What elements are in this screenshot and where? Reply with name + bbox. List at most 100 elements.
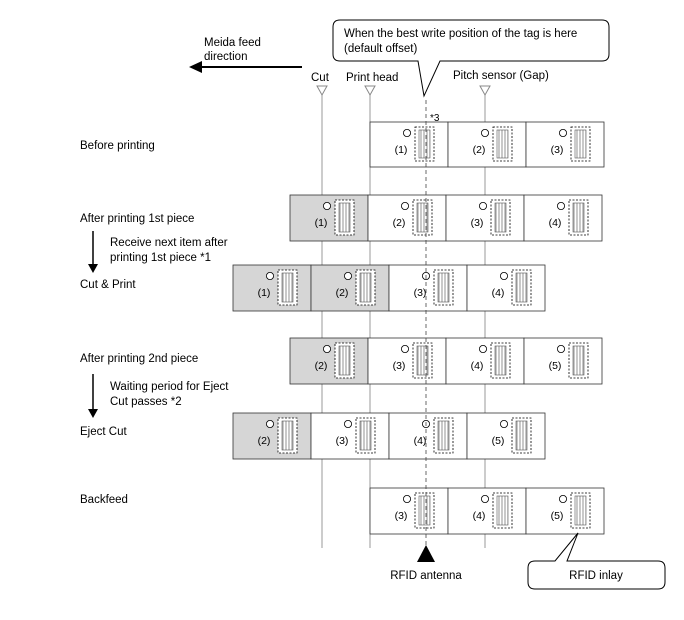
rfid-inlay-icon bbox=[359, 272, 372, 303]
rfid-inlay-icon bbox=[515, 272, 528, 303]
label-rect bbox=[369, 487, 449, 535]
pitch-sensor-marker-icon bbox=[479, 85, 491, 97]
sensor-mark-icon bbox=[265, 271, 274, 280]
sensor-mark-icon bbox=[499, 419, 508, 428]
rfid-inlay-icon bbox=[496, 495, 509, 526]
down-arrow-icon-2 bbox=[88, 374, 98, 418]
rfid-inlay-icon bbox=[416, 345, 429, 376]
label-rect bbox=[289, 194, 369, 242]
label-piece: (5) bbox=[523, 337, 603, 385]
label-piece: (4) bbox=[388, 412, 468, 460]
sensor-mark-icon bbox=[322, 201, 331, 210]
label-rect bbox=[447, 487, 527, 535]
label-number: (1) bbox=[258, 287, 271, 299]
label-piece: (4) bbox=[445, 337, 525, 385]
label-rect bbox=[466, 412, 546, 460]
receive-next-2: printing 1st piece *1 bbox=[110, 252, 211, 264]
label-piece: (3) bbox=[388, 264, 468, 312]
label-rect bbox=[367, 194, 447, 242]
label-rect bbox=[523, 337, 603, 385]
label-rect bbox=[525, 487, 605, 535]
label-rect bbox=[310, 412, 390, 460]
rfid-antenna-label: RFID antenna bbox=[390, 570, 462, 582]
sensor-mark-icon bbox=[478, 201, 487, 210]
rfid-inlay-label: RFID inlay bbox=[569, 570, 623, 582]
rfid-inlay-icon bbox=[494, 202, 507, 233]
feed-direction-arrow-icon bbox=[189, 61, 302, 73]
pitch-sensor-label: Pitch sensor (Gap) bbox=[453, 70, 549, 82]
label-piece: (5) bbox=[466, 412, 546, 460]
label-rect bbox=[466, 264, 546, 312]
label-number: (4) bbox=[471, 360, 484, 372]
cut-marker-icon bbox=[316, 85, 328, 97]
rfid-inlay-icon bbox=[338, 345, 351, 376]
label-number: (4) bbox=[492, 287, 505, 299]
rfid-inlay-icon bbox=[572, 345, 585, 376]
label-piece: (3) bbox=[369, 487, 449, 535]
print-head-marker-icon bbox=[364, 85, 376, 97]
label-row: (1)(2)(3)(4) bbox=[289, 194, 603, 242]
rfid-inlay-icon bbox=[574, 495, 587, 526]
sensor-mark-icon bbox=[402, 128, 411, 137]
receive-next-1: Receive next item after bbox=[110, 237, 228, 249]
label-rect bbox=[447, 121, 527, 168]
rfid-inlay-icon bbox=[572, 202, 585, 233]
feed-direction-label-2: direction bbox=[204, 51, 247, 63]
label-rect bbox=[523, 194, 603, 242]
sensor-mark-icon bbox=[400, 344, 409, 353]
label-number: (4) bbox=[549, 217, 562, 229]
rfid-inlay-icon bbox=[574, 129, 587, 159]
label-number: (3) bbox=[471, 217, 484, 229]
label-rect bbox=[289, 337, 369, 385]
rfid-inlay-icon bbox=[359, 420, 372, 451]
label-piece: (2) bbox=[232, 412, 312, 460]
step-eject-cut: Eject Cut bbox=[80, 426, 127, 438]
rfid-inlay-icon bbox=[338, 202, 351, 233]
label-number: (2) bbox=[473, 144, 486, 156]
label-number: (5) bbox=[549, 360, 562, 372]
sensor-mark-icon bbox=[400, 201, 409, 210]
label-rect bbox=[525, 121, 605, 168]
label-rect bbox=[310, 264, 390, 312]
step-before-printing: Before printing bbox=[80, 140, 155, 152]
sensor-mark-icon bbox=[559, 128, 568, 137]
label-row: (2)(3)(4)(5) bbox=[289, 337, 603, 385]
label-rect bbox=[367, 337, 447, 385]
label-rect bbox=[388, 412, 468, 460]
rfid-inlay-icon bbox=[418, 495, 431, 526]
label-row: (3)(4)(5) bbox=[369, 487, 605, 535]
label-rect bbox=[369, 121, 449, 168]
label-piece: (2) bbox=[367, 194, 447, 242]
label-piece: (2) bbox=[447, 121, 527, 168]
label-number: (5) bbox=[551, 510, 564, 522]
sensor-mark-icon bbox=[480, 494, 489, 503]
rfid-inlay-icon bbox=[418, 129, 431, 159]
callout-text-1: When the best write position of the tag … bbox=[344, 28, 577, 40]
label-piece: (4) bbox=[523, 194, 603, 242]
rfid-inlay-icon bbox=[437, 420, 450, 451]
sensor-mark-icon bbox=[478, 344, 487, 353]
waiting-1: Waiting period for Eject bbox=[110, 381, 229, 393]
label-number: (3) bbox=[551, 144, 564, 156]
step-after-first: After printing 1st piece bbox=[80, 213, 194, 225]
step-cut-print: Cut & Print bbox=[80, 279, 136, 291]
sensor-mark-icon bbox=[265, 419, 274, 428]
step-after-second: After printing 2nd piece bbox=[80, 353, 198, 365]
label-rect bbox=[388, 264, 468, 312]
label-number: (3) bbox=[336, 435, 349, 447]
sensor-mark-icon bbox=[343, 419, 352, 428]
label-number: (2) bbox=[393, 217, 406, 229]
label-piece: (2) bbox=[310, 264, 390, 312]
label-number: (2) bbox=[258, 435, 271, 447]
rfid-inlay-icon bbox=[494, 345, 507, 376]
rfid-inlay-icon bbox=[496, 129, 509, 159]
label-piece: (1) bbox=[369, 121, 449, 168]
label-piece: (3) bbox=[525, 121, 605, 168]
cut-label: Cut bbox=[311, 72, 330, 84]
rfid-antenna-icon bbox=[417, 545, 435, 562]
sensor-mark-icon bbox=[402, 494, 411, 503]
sensor-mark-icon bbox=[343, 271, 352, 280]
rfid-inlay-callout: RFID inlay bbox=[527, 532, 666, 590]
note-3-label: *3 bbox=[430, 113, 440, 124]
